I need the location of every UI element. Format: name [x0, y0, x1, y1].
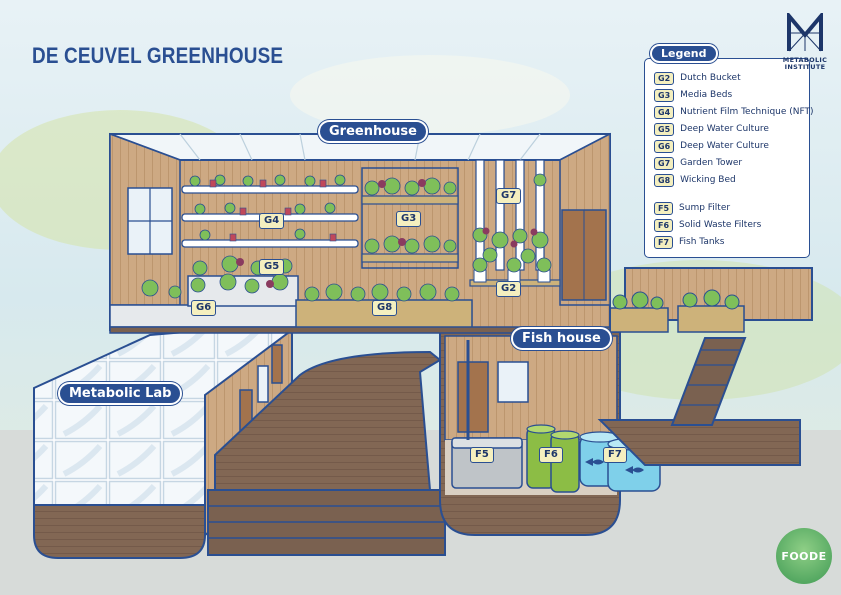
tag-g5: G5: [259, 259, 285, 275]
legend-label: Solid Waste Filters: [679, 220, 762, 230]
metabolic-lab-label: Metabolic Lab: [58, 382, 183, 405]
fish-house-label: Fish house: [511, 327, 612, 350]
legend-code: G5: [654, 122, 675, 136]
tag-g7: G7: [496, 188, 522, 204]
page-title: DE CEUVEL GREENHOUSE: [32, 43, 284, 68]
legend-label: Wicking Bed: [680, 175, 736, 185]
legend-item: F6 Solid Waste Filters: [654, 218, 761, 232]
legend-code: G3: [654, 88, 675, 102]
legend-label: Dutch Bucket: [680, 73, 741, 83]
legend-label: Media Beds: [680, 90, 733, 100]
legend-code: G7: [654, 156, 675, 170]
legend-label: Deep Water Culture: [680, 124, 769, 134]
tag-f5: F5: [470, 447, 494, 463]
legend-label: Sump Filter: [679, 203, 731, 213]
legend-code: F5: [654, 201, 674, 215]
tag-f7: F7: [603, 447, 627, 463]
logo-text-line2: INSTITUTE: [784, 63, 826, 71]
tag-f6: F6: [539, 447, 563, 463]
legend-code: G8: [654, 173, 675, 187]
legend-code: F7: [654, 235, 674, 249]
tag-g3: G3: [396, 211, 422, 227]
legend-label: Nutrient Film Technique (NFT): [680, 107, 814, 117]
legend-item: F7 Fish Tanks: [654, 235, 724, 249]
legend-title: Legend: [650, 44, 718, 63]
legend-item: G5 Deep Water Culture: [654, 122, 769, 136]
foode-logo-text: FOODE: [781, 550, 827, 563]
legend-item: G4 Nutrient Film Technique (NFT): [654, 105, 814, 119]
legend-item: G3 Media Beds: [654, 88, 732, 102]
legend-item: F5 Sump Filter: [654, 201, 730, 215]
legend-item: G2 Dutch Bucket: [654, 71, 741, 85]
foode-logo: FOODE: [776, 528, 832, 584]
legend-code: G2: [654, 71, 675, 85]
tag-g6: G6: [191, 300, 217, 316]
legend-code: F6: [654, 218, 674, 232]
metabolic-institute-logo: METABOLIC INSTITUTE: [780, 10, 830, 71]
legend-code: G6: [654, 139, 675, 153]
legend-label: Garden Tower: [680, 158, 743, 168]
tag-g8: G8: [372, 300, 398, 316]
tag-g4: G4: [259, 213, 285, 229]
greenhouse-label: Greenhouse: [318, 120, 428, 143]
legend-code: G4: [654, 105, 675, 119]
legend-label: Fish Tanks: [679, 237, 725, 247]
legend-item: G7 Garden Tower: [654, 156, 742, 170]
metabolic-m-icon: [787, 10, 823, 52]
legend-label: Deep Water Culture: [680, 141, 769, 151]
tag-g2: G2: [496, 281, 522, 297]
legend-item: G8 Wicking Bed: [654, 173, 736, 187]
logo-text-line1: METABOLIC: [782, 56, 828, 64]
legend-item: G6 Deep Water Culture: [654, 139, 769, 153]
